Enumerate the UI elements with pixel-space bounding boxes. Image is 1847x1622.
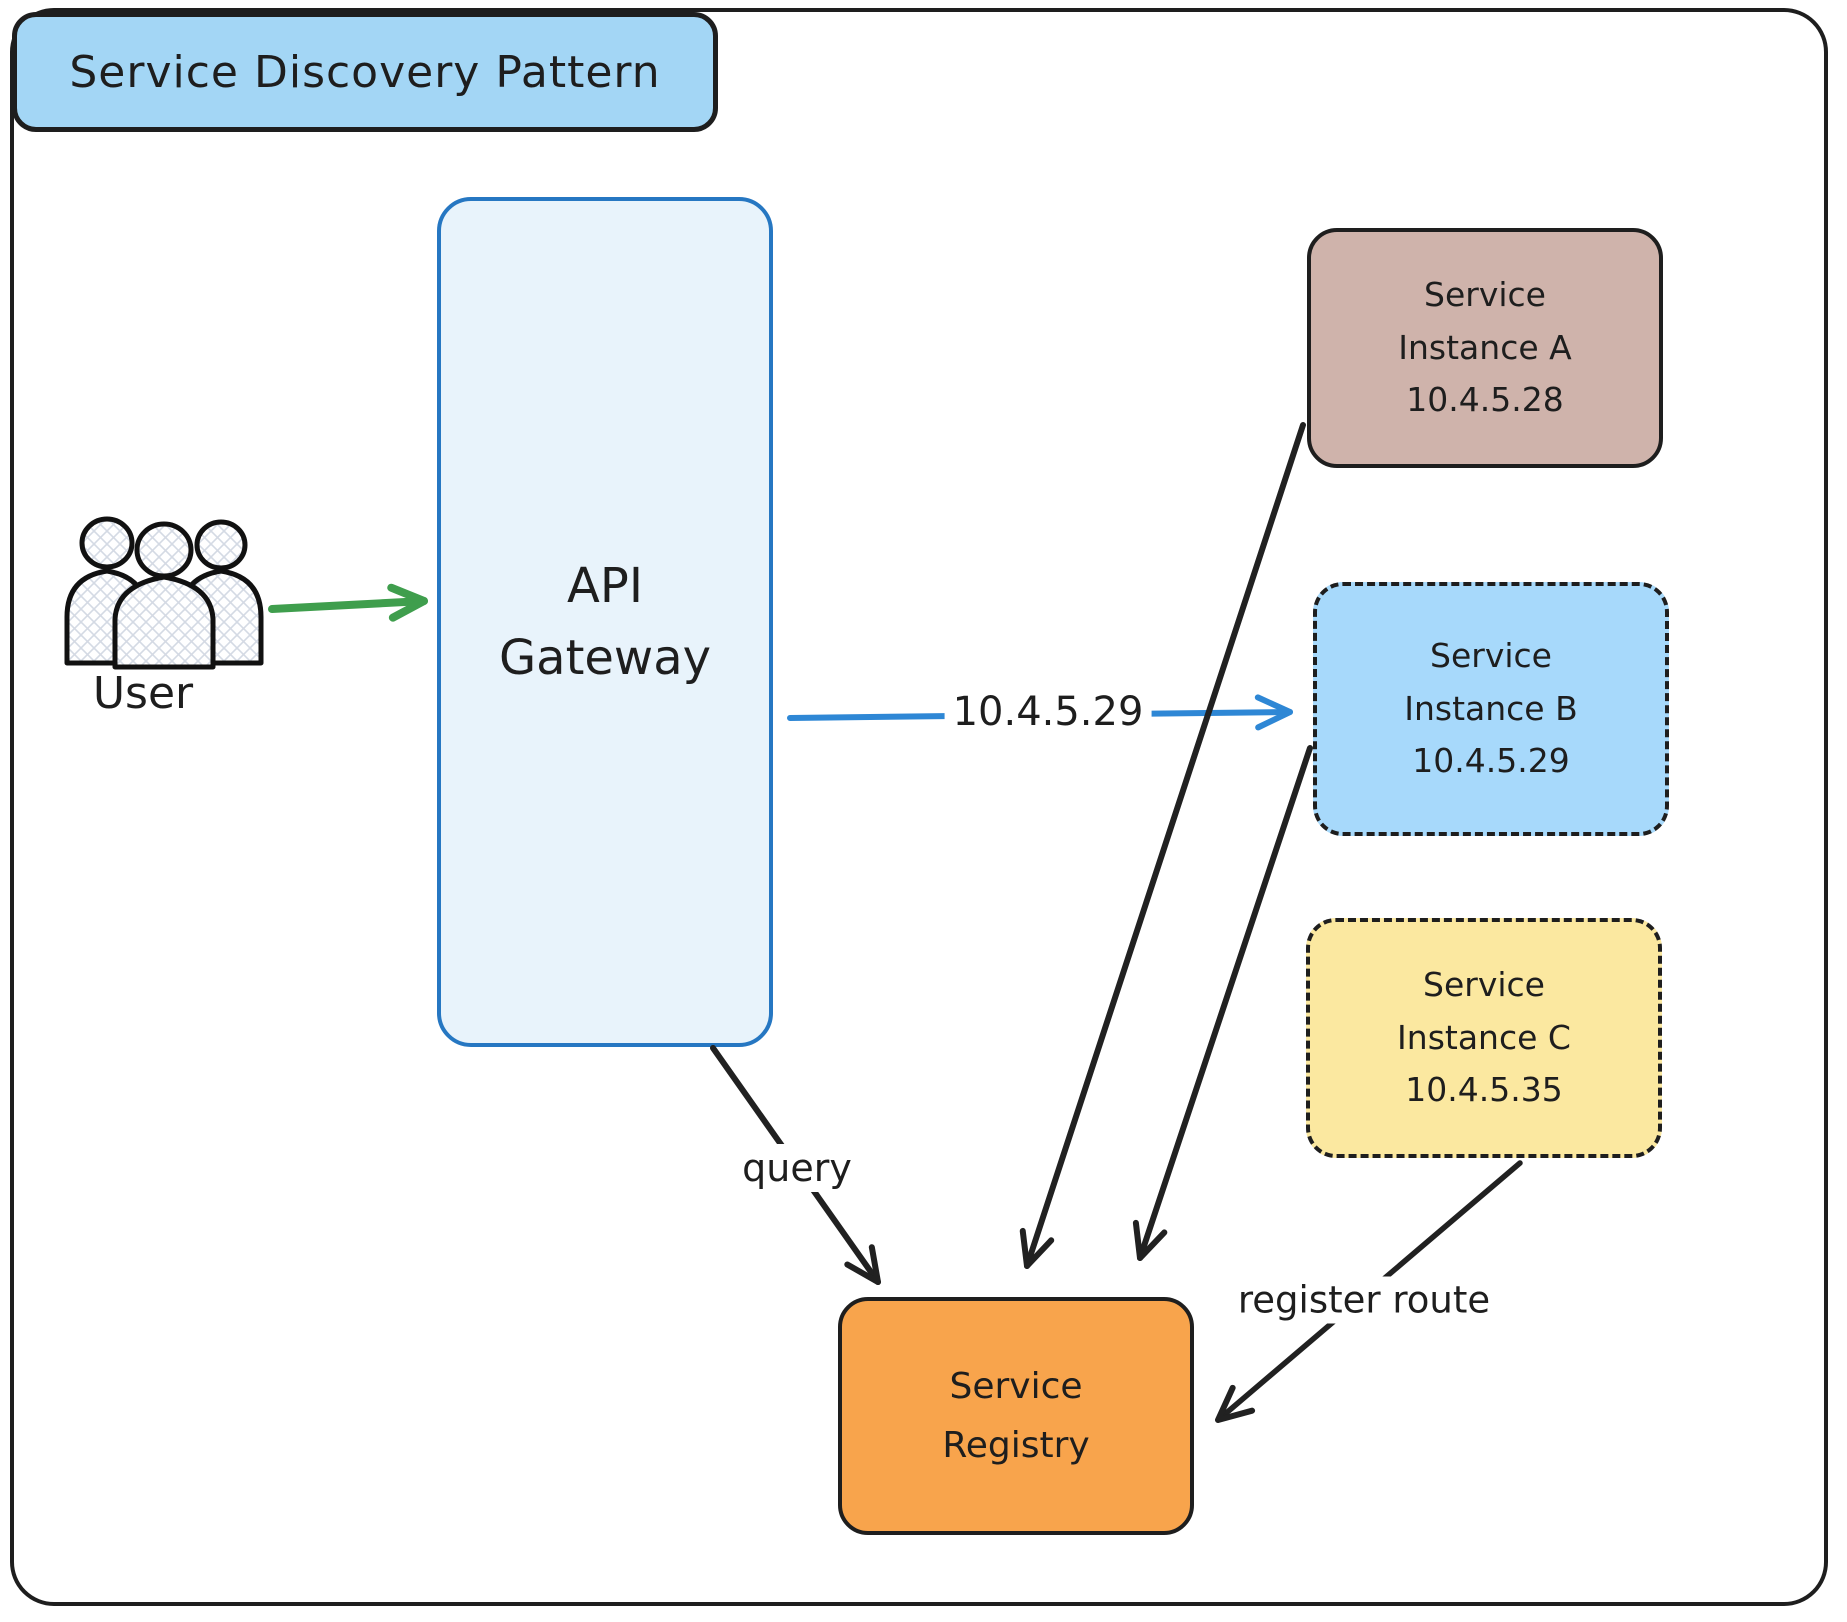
instance-b-ip: 10.4.5.29 (1412, 741, 1570, 781)
service-instance-b-node: Service Instance B 10.4.5.29 (1313, 582, 1669, 836)
instance-c-ip: 10.4.5.35 (1405, 1070, 1563, 1110)
api-gateway-label-line2: Gateway (498, 630, 712, 686)
registry-label-line1: Service (949, 1365, 1083, 1407)
diagram-title: Service Discovery Pattern (69, 46, 661, 98)
instance-a-label-line1: Service (1424, 274, 1546, 314)
instance-b-label-line2: Instance B (1404, 688, 1578, 728)
registry-label-line2: Registry (942, 1425, 1090, 1466)
instance-a-label-line2: Instance A (1398, 327, 1572, 367)
edge-label-query: query (734, 1144, 860, 1192)
api-gateway-node: API Gateway (437, 197, 773, 1047)
service-instance-a-node: Service Instance A 10.4.5.28 (1307, 228, 1663, 468)
edge-label-register-route: register route (1229, 1276, 1499, 1324)
user-group-icon (64, 516, 264, 670)
service-instance-c-node: Service Instance C 10.4.5.35 (1306, 918, 1662, 1158)
user-node-label: User (92, 668, 194, 719)
instance-a-ip: 10.4.5.28 (1406, 380, 1564, 420)
instance-c-label-line1: Service (1423, 964, 1545, 1004)
instance-b-label-line1: Service (1430, 635, 1552, 675)
diagram-title-box: Service Discovery Pattern (12, 12, 718, 132)
api-gateway-label-line1: API (567, 558, 643, 614)
service-registry-node: Service Registry (838, 1297, 1194, 1535)
outer-frame (10, 8, 1828, 1606)
instance-c-label-line2: Instance C (1397, 1017, 1571, 1057)
edge-label-route-ip: 10.4.5.29 (944, 687, 1152, 737)
